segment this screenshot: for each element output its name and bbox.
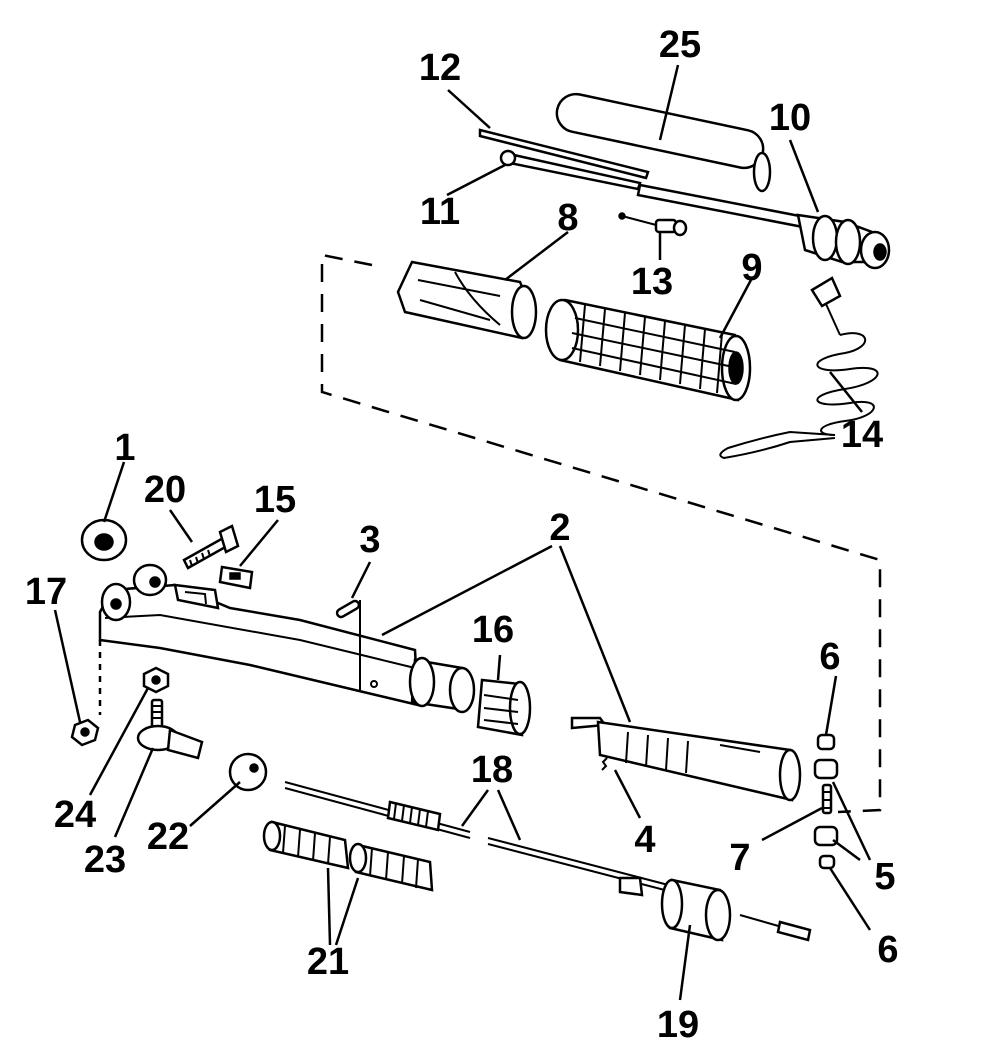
leader-lines bbox=[53, 64, 872, 1001]
callout-11: 11 bbox=[419, 191, 461, 233]
callout-14: 14 bbox=[840, 414, 884, 456]
part-17-nut bbox=[70, 640, 102, 747]
callout-15: 15 bbox=[253, 479, 297, 521]
part-19-cylinder bbox=[618, 876, 732, 942]
part-1-washer bbox=[80, 518, 128, 562]
callout-23: 23 bbox=[83, 839, 127, 881]
callout-8: 8 bbox=[557, 197, 579, 239]
callout-21: 21 bbox=[306, 941, 350, 983]
callout-19: 19 bbox=[656, 1004, 700, 1046]
part-16-bushing bbox=[476, 678, 532, 737]
callout-7: 7 bbox=[729, 837, 751, 879]
part-24-nut bbox=[142, 666, 170, 694]
part-6-cap-bottom bbox=[818, 854, 836, 870]
callout-20: 20 bbox=[143, 469, 187, 511]
assembly-dashed-outline bbox=[320, 253, 882, 814]
part-8-grip-housing bbox=[396, 260, 538, 340]
part-10-switch-assembly bbox=[796, 213, 891, 270]
part-21-sleeve-right bbox=[348, 842, 434, 892]
part-11-rod bbox=[499, 149, 812, 230]
callout-1: 1 bbox=[114, 427, 136, 469]
callout-9: 9 bbox=[741, 247, 763, 289]
callout-22: 22 bbox=[146, 816, 190, 858]
part-2-handle-arm bbox=[98, 563, 476, 714]
callout-2: 2 bbox=[549, 507, 571, 549]
callout-12: 12 bbox=[418, 47, 462, 89]
callout-6-top: 6 bbox=[819, 636, 841, 678]
part-9-grip bbox=[544, 298, 752, 402]
part-13-connector bbox=[618, 212, 688, 237]
callout-3: 3 bbox=[359, 519, 381, 561]
callout-17: 17 bbox=[24, 571, 68, 613]
part-25-tube bbox=[555, 92, 772, 193]
part-18-cable-upper bbox=[284, 781, 471, 839]
callout-6-bottom: 6 bbox=[877, 929, 899, 971]
part-15-clip bbox=[218, 565, 254, 590]
part-4-shaft bbox=[570, 716, 802, 802]
callout-16: 16 bbox=[471, 609, 515, 651]
part-21-sleeve-left bbox=[262, 820, 350, 870]
part-5-block-top bbox=[813, 758, 839, 780]
callout-18: 18 bbox=[470, 749, 514, 791]
part-5-block-bottom bbox=[813, 825, 839, 847]
part-7-spacer bbox=[821, 783, 833, 815]
part-18-cable-lower bbox=[487, 837, 812, 942]
part-23-ball-joint bbox=[136, 698, 204, 760]
callout-25: 25 bbox=[658, 24, 702, 66]
callout-5: 5 bbox=[874, 856, 896, 898]
part-22-ball bbox=[228, 752, 268, 792]
callout-13: 13 bbox=[630, 261, 674, 303]
part-6-cap-top bbox=[816, 733, 836, 751]
part-12-rod bbox=[478, 128, 650, 180]
callout-10: 10 bbox=[768, 97, 812, 139]
part-20-bolt bbox=[182, 524, 240, 570]
callout-4: 4 bbox=[634, 819, 656, 861]
callout-24: 24 bbox=[53, 794, 97, 836]
part-14-lanyard bbox=[719, 276, 879, 460]
part-3-pin bbox=[335, 599, 361, 619]
